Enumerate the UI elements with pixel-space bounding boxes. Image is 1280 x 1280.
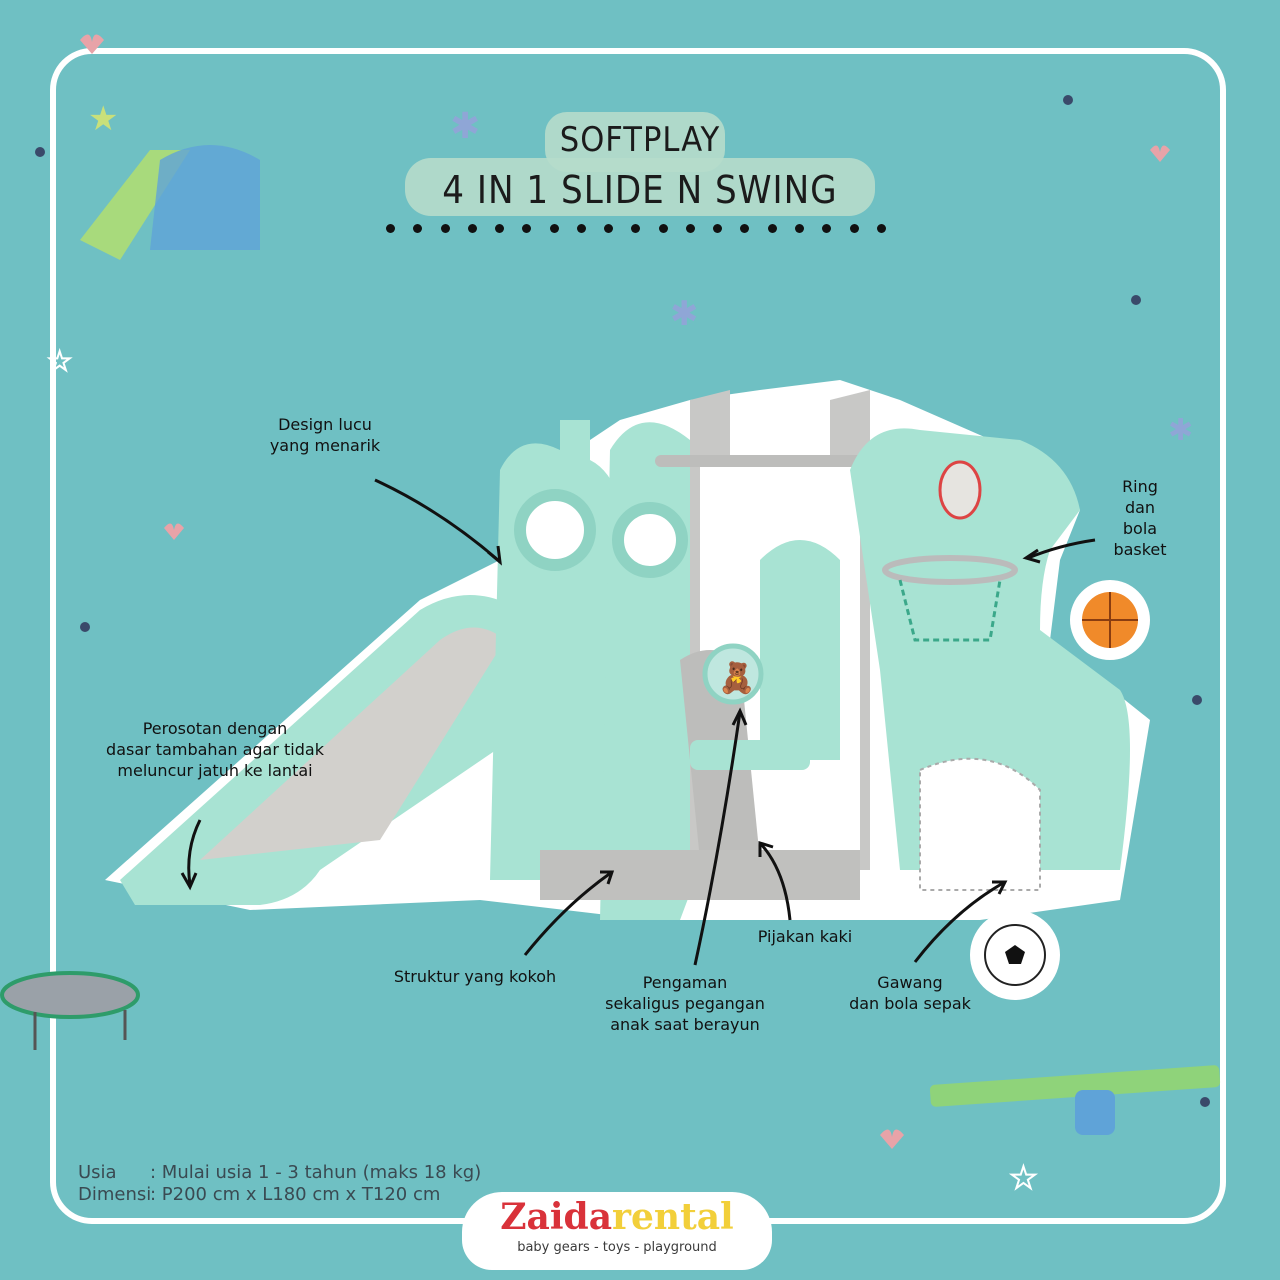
title-line-1: SOFTPLAY: [559, 120, 721, 160]
spec-label: Dimensi: [78, 1184, 152, 1205]
product-specs: Usia : Mulai usia 1 - 3 tahun (maks 18 kg…: [78, 1162, 481, 1206]
title-line-2: 4 IN 1 SLIDE N SWING: [442, 168, 838, 212]
annotation-struktur: Struktur yang kokoh: [393, 967, 557, 986]
star-icon: ✱: [1168, 413, 1193, 448]
teddy-bear-icon: 🧸: [718, 660, 755, 696]
brand-logo: Zaidarental baby gears - toys - playgrou…: [462, 1192, 772, 1270]
star-icon: ★: [48, 347, 71, 377]
heart-icon: [880, 1129, 904, 1149]
annotation-pijakan: Pijakan kaki: [757, 927, 853, 946]
star-icon: ★: [88, 99, 118, 139]
spec-label: Usia: [78, 1162, 117, 1183]
heart-icon: [1150, 145, 1170, 162]
star-icon: ✱: [670, 294, 699, 334]
dotted-divider: [386, 224, 886, 233]
heart-icon: [164, 523, 184, 540]
logo-tagline: baby gears - toys - playground: [517, 1240, 717, 1255]
spec-value: : Mulai usia 1 - 3 tahun (maks 18 kg): [150, 1162, 482, 1183]
annotation-arrows: [180, 478, 1096, 966]
star-icon: ✱: [450, 106, 480, 147]
title-highlight: [405, 158, 875, 216]
star-icon: ★: [1010, 1161, 1037, 1196]
heart-icon: [80, 34, 104, 54]
spec-value: : P200 cm x L180 cm x T120 cm: [150, 1184, 441, 1205]
